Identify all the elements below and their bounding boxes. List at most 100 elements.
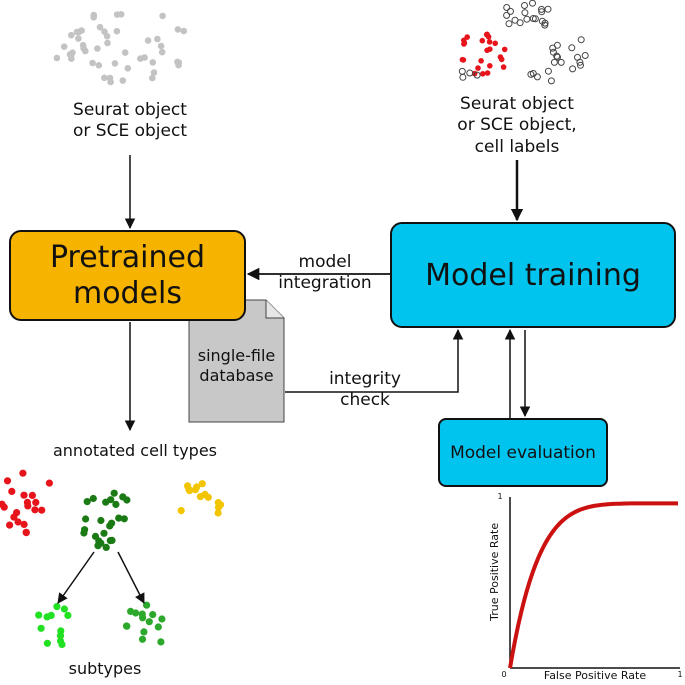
cell-dot	[158, 48, 166, 56]
cell-dot	[568, 44, 576, 52]
cell-dot	[549, 44, 557, 52]
integrity-check-line-2: check	[340, 390, 390, 411]
cell-dot	[3, 477, 12, 485]
cell-dot	[113, 27, 121, 35]
roc-y-axis-label: True Positive Rate	[488, 522, 502, 621]
cell-dot	[216, 501, 225, 509]
cell-dot	[80, 529, 88, 537]
cell-dot	[20, 520, 28, 529]
cell-dot	[527, 70, 535, 78]
cell-dot	[138, 635, 147, 643]
cell-dot	[95, 62, 103, 69]
cell-dot	[28, 491, 36, 499]
cell-dot	[544, 67, 552, 75]
cell-dot	[487, 46, 493, 52]
cell-dot	[529, 15, 537, 22]
cell-dot	[80, 45, 87, 52]
roc-x-axis-label: False Positive Rate	[543, 669, 647, 682]
cell-dot	[68, 31, 75, 39]
cell-dot	[140, 628, 148, 636]
cell-dot	[547, 77, 555, 85]
cell-dot	[498, 56, 505, 63]
cell-dot	[45, 479, 54, 487]
cell-dot	[505, 20, 513, 28]
left-input-line-2: or SCE object	[73, 121, 187, 142]
cell-dot	[89, 59, 96, 67]
document-corner-fold	[265, 300, 284, 319]
cell-dot	[10, 513, 18, 521]
cell-dot	[91, 532, 100, 541]
cell-dot	[484, 70, 491, 76]
cell-dot	[196, 493, 204, 501]
cell-dot	[89, 494, 97, 503]
cell-dot	[56, 632, 65, 640]
cell-dot	[82, 515, 90, 523]
cell-dot	[73, 28, 81, 36]
cell-dot	[149, 74, 156, 82]
left-input-line-1: Seurat object	[73, 100, 187, 120]
cell-dot	[31, 506, 39, 514]
model-integration-line-2: integration	[278, 273, 372, 294]
cell-dot	[101, 28, 108, 35]
cell-dot	[111, 60, 119, 67]
cell-dot	[150, 69, 158, 76]
database-line-2: database	[199, 366, 274, 385]
cell-dot	[214, 509, 222, 517]
cell-dot	[35, 611, 43, 619]
cell-dot	[576, 58, 584, 66]
cell-dot	[478, 58, 484, 64]
arrow-to-subtype-left	[57, 551, 95, 604]
cell-dot	[102, 543, 110, 552]
cell-dot	[19, 469, 27, 477]
cell-dot	[137, 55, 144, 62]
roc-curve	[508, 501, 678, 669]
cell-dot	[538, 17, 546, 25]
cell-dot	[473, 71, 481, 79]
cell-dot	[20, 491, 28, 499]
arrow-integrity-check	[285, 328, 464, 393]
cell-dot	[115, 514, 123, 522]
integrity-check-line-1: integrity	[329, 369, 401, 389]
integrity-check-label: integrity check	[300, 369, 430, 412]
cell-dot	[461, 40, 468, 46]
cell-dot	[569, 65, 577, 73]
right-input-line-3: cell labels	[474, 136, 560, 157]
model-evaluation-box: Model evaluation	[438, 418, 608, 487]
cell-dot	[101, 74, 108, 82]
cell-dot	[507, 7, 514, 15]
subtype-cluster-light-green	[35, 603, 72, 649]
cell-dot	[96, 23, 104, 31]
cell-dot	[60, 605, 68, 613]
model-integration-line-1: model	[298, 252, 352, 272]
cell-dot	[119, 77, 127, 84]
cell-dot	[64, 611, 72, 620]
cell-dot	[550, 58, 558, 66]
cell-dot	[533, 73, 541, 81]
cell-dot	[58, 640, 66, 649]
cell-dot	[43, 613, 51, 621]
cell-dot	[159, 12, 166, 20]
cell-dot	[500, 64, 507, 70]
cell-dot	[521, 9, 529, 17]
cell-dot	[8, 487, 16, 495]
cell-dot	[538, 5, 545, 13]
cell-dot	[121, 49, 129, 56]
model-training-box: Model training	[390, 222, 676, 328]
cell-dot	[466, 69, 474, 77]
cell-dot	[157, 638, 165, 646]
cell-dot	[113, 11, 121, 18]
roc-y-tick-1: 1	[497, 492, 503, 501]
cell-dot	[0, 503, 8, 511]
cell-dot	[149, 611, 157, 619]
model-integration-label: model integration	[260, 252, 390, 295]
database-line-1: single-file	[197, 346, 276, 365]
pretrained-line-2: models	[72, 275, 183, 311]
cell-dot	[132, 609, 140, 617]
model-training-label: Model training	[425, 257, 641, 293]
cell-dot	[53, 54, 61, 62]
cell-dot	[124, 65, 132, 72]
cell-dot	[100, 529, 108, 537]
cell-dot	[110, 489, 118, 497]
cell-dot	[69, 49, 76, 56]
